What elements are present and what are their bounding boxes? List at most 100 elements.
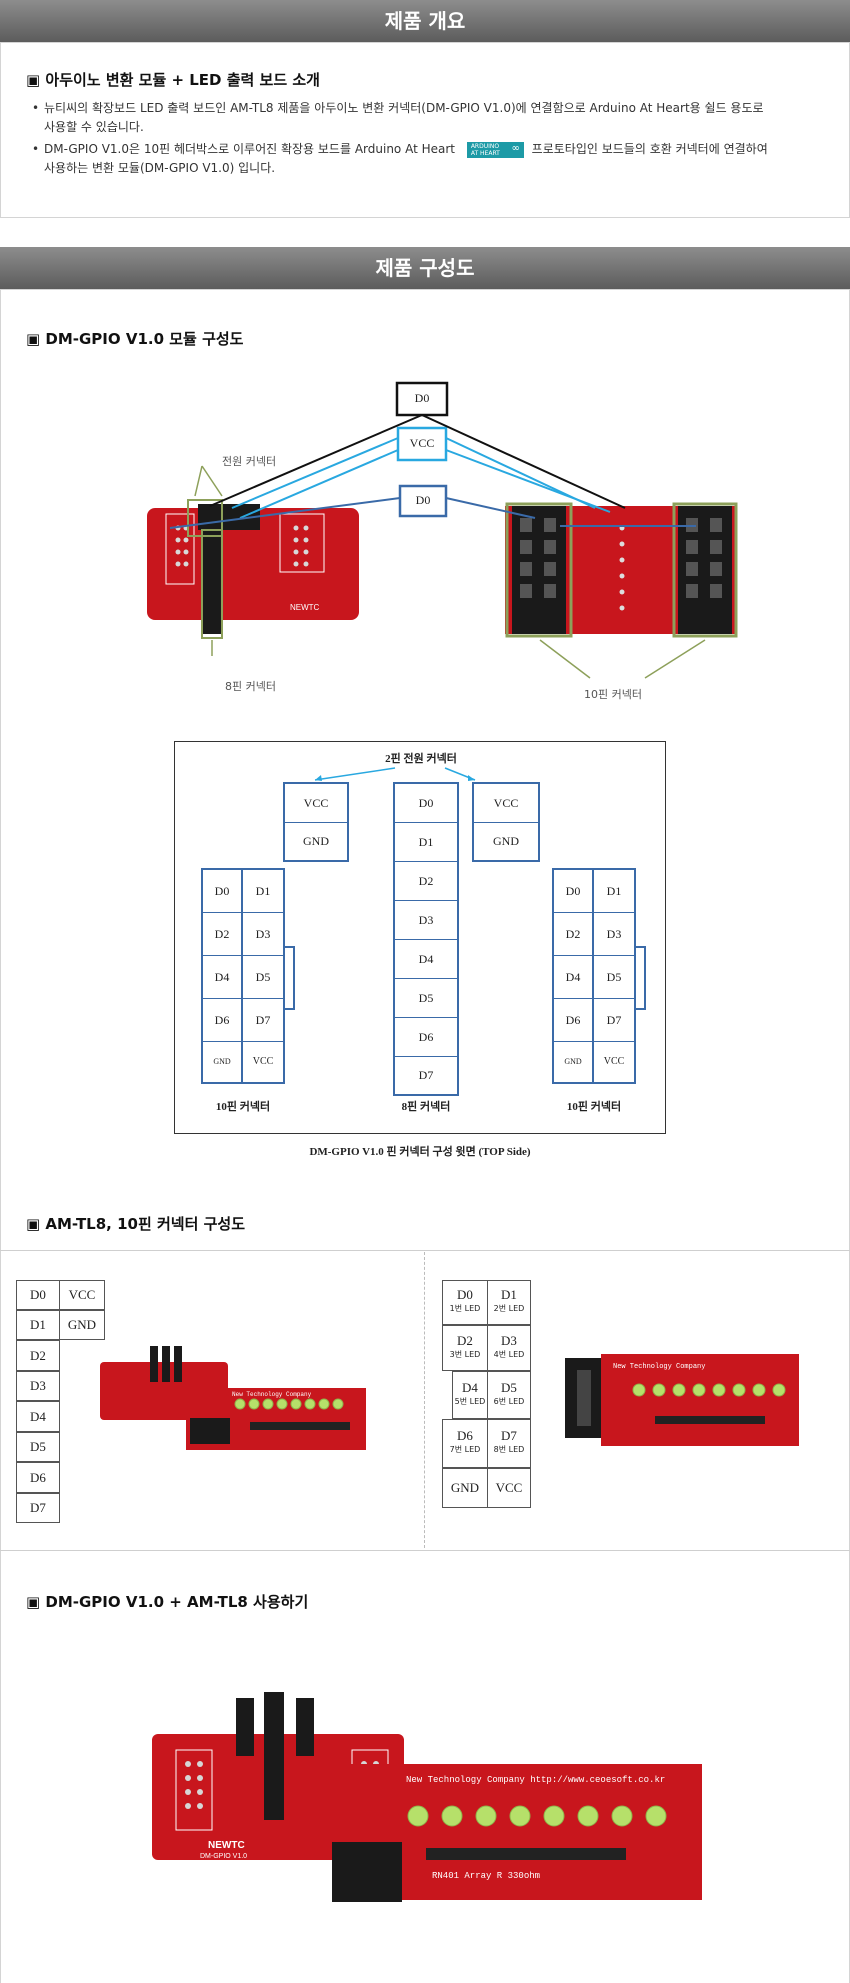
usage-pcb-text: New Technology Company http://www.ceoeso… bbox=[406, 1775, 665, 1785]
right-pin-label: D4 bbox=[462, 1380, 478, 1395]
amtl8-pcb-text-right: New Technology Company bbox=[613, 1363, 705, 1371]
bullet2-after: 프로토타입인 보드들의 호환 커넥터에 연결하여 bbox=[531, 142, 768, 156]
usage-model-text: DM-GPIO V1.0 bbox=[200, 1853, 247, 1860]
pin10-cell: D6 bbox=[203, 999, 241, 1042]
power-connector-label: 전원 커넥터 bbox=[222, 455, 277, 468]
pin10-cell: D7 bbox=[594, 999, 634, 1042]
pin8-connector: D0 D1 D2 D3 D4 D5 D6 D7 bbox=[393, 782, 459, 1096]
left-pin-cell: D0 bbox=[16, 1280, 60, 1310]
left-pin-cell: D4 bbox=[16, 1401, 60, 1432]
usage-board-photo: NEWTC DM-GPIO V1.0 New Technology Compan… bbox=[136, 1688, 716, 1908]
pin10-cell: D6 bbox=[554, 999, 592, 1042]
bullet2-line2: 사용하는 변환 모듈(DM-GPIO V1.0) 입니다. bbox=[44, 161, 276, 175]
pin10-cell: D0 bbox=[554, 870, 592, 913]
power-right-vcc: VCC bbox=[474, 784, 538, 823]
left-pin-cell: D1 bbox=[16, 1310, 60, 1340]
power-right-gnd: GND bbox=[493, 834, 519, 848]
right-pin-led: 6번 LED bbox=[493, 1397, 525, 1406]
overview-bullet-2: DM-GPIO V1.0은 10핀 헤더박스로 이루어진 확장용 보드를 Ard… bbox=[32, 140, 814, 178]
usage-title: ▣ DM-GPIO V1.0 + AM-TL8 사용하기 bbox=[26, 1593, 309, 1611]
logo-line1: ARDUINO bbox=[470, 142, 500, 150]
power-connector-left: VCC GND bbox=[283, 782, 349, 862]
pin10-cell: D4 bbox=[554, 956, 592, 999]
power-connector-right: VCC GND bbox=[472, 782, 540, 862]
pin10-cell: D4 bbox=[203, 956, 241, 999]
right-pin-cell: VCC bbox=[487, 1468, 531, 1508]
pin10-cell: D5 bbox=[243, 956, 283, 999]
module-title: ▣ DM-GPIO V1.0 모듈 구성도 bbox=[26, 330, 244, 348]
pin10-cell: VCC bbox=[603, 1056, 625, 1067]
pin10-cell: D2 bbox=[203, 913, 241, 956]
pin10-cell: GND bbox=[213, 1057, 231, 1066]
power-left-gnd: GND bbox=[303, 834, 329, 848]
right-pin-label: D7 bbox=[501, 1428, 517, 1443]
right-pin-led: 4번 LED bbox=[493, 1350, 525, 1359]
pin8-cell: D0 bbox=[395, 784, 457, 823]
right-pin-label: D6 bbox=[457, 1428, 473, 1443]
d0-label: D0 bbox=[415, 493, 431, 507]
right-pin-label: D3 bbox=[501, 1333, 517, 1348]
right-pin-led: 5번 LED bbox=[454, 1397, 486, 1406]
power-left-vcc: VCC bbox=[285, 784, 347, 823]
pin8-cell: D4 bbox=[395, 940, 457, 979]
divider-bottom bbox=[0, 1550, 850, 1551]
vcc-label: VCC bbox=[409, 436, 435, 450]
right-pin-label: D2 bbox=[457, 1333, 473, 1348]
right-pin-led: 7번 LED bbox=[449, 1445, 481, 1454]
pin10-cell: D2 bbox=[554, 913, 592, 956]
bullet1-line1: 뉴티씨의 확장보드 LED 출력 보드인 AM-TL8 제품을 아두이노 변환 … bbox=[44, 101, 764, 115]
pin10-left-caption: 10핀 커넥터 bbox=[215, 1101, 271, 1113]
pin10-cell: D5 bbox=[594, 956, 634, 999]
right-pin-cell: GND bbox=[442, 1468, 488, 1508]
pin10-cell: GND bbox=[564, 1057, 582, 1066]
pin10-cell: D7 bbox=[243, 999, 283, 1042]
amtl8-board-photo-left: New Technology Company bbox=[100, 1340, 380, 1458]
left-pin-cell: D6 bbox=[16, 1462, 60, 1493]
pin10-cell: D1 bbox=[594, 870, 634, 913]
pin10-connector-label: 10핀 커넥터 bbox=[584, 688, 642, 701]
pin10-cell: D0 bbox=[203, 870, 241, 913]
right-pin-cell: D3 4번 LED bbox=[487, 1325, 531, 1371]
divider-vertical bbox=[424, 1252, 425, 1548]
usage-rn-text: RN401 Array R 330ohm bbox=[432, 1871, 540, 1881]
overview-banner: 제품 개요 bbox=[0, 0, 850, 42]
pin10-cell: D3 bbox=[594, 913, 634, 956]
bullet1-line2: 사용할 수 있습니다. bbox=[44, 120, 144, 134]
left-pin-cell: VCC bbox=[59, 1280, 105, 1310]
pin10-cell: VCC bbox=[252, 1056, 274, 1067]
usage-newtc-text: NEWTC bbox=[208, 1840, 245, 1851]
svg-text:NEWTC: NEWTC bbox=[290, 603, 320, 612]
pin8-cell: D2 bbox=[395, 862, 457, 901]
diagram-arrows bbox=[314, 767, 476, 781]
overview-bullet-1: 뉴티씨의 확장보드 LED 출력 보드인 AM-TL8 제품을 아두이노 변환 … bbox=[32, 99, 814, 137]
composition-banner: 제품 구성도 bbox=[0, 247, 850, 289]
right-pin-led: 2번 LED bbox=[493, 1304, 525, 1313]
pin8-caption: 8핀 커넥터 bbox=[401, 1101, 451, 1113]
arduino-at-heart-logo: ARDUINO AT HEART ∞ bbox=[466, 141, 524, 158]
pin8-connector-label: 8핀 커넥터 bbox=[225, 680, 276, 693]
module-photo-diagram: NEWTC bbox=[140, 378, 740, 708]
pin8-cell: D5 bbox=[395, 979, 457, 1018]
right-pin-led: 3번 LED bbox=[449, 1350, 481, 1359]
logo-line2: AT HEART bbox=[470, 149, 500, 157]
pin8-cell: D3 bbox=[395, 901, 457, 940]
left-pin-cell: D5 bbox=[16, 1432, 60, 1462]
divider-top bbox=[0, 1250, 850, 1251]
left-pin-cell: D3 bbox=[16, 1371, 60, 1401]
pin10-cell: D3 bbox=[243, 913, 283, 956]
right-pin-cell: D4 5번 LED bbox=[452, 1371, 488, 1419]
key-notch bbox=[285, 946, 295, 1010]
overview-title: ▣ 아두이노 변환 모듈 + LED 출력 보드 소개 bbox=[26, 71, 320, 89]
module-photo-svg: NEWTC bbox=[147, 381, 738, 679]
key-notch bbox=[636, 946, 646, 1010]
amtl8-pcb-text: New Technology Company bbox=[232, 1391, 312, 1398]
left-pin-cell: GND bbox=[59, 1310, 105, 1340]
left-pin-cell: D2 bbox=[16, 1340, 60, 1371]
amtl8-title: ▣ AM-TL8, 10핀 커넥터 구성도 bbox=[26, 1215, 246, 1233]
right-pin-label: D0 bbox=[457, 1287, 473, 1302]
pin10-connector-right: D0 D2 D4 D6 GND D1 D3 D5 D7 VCC bbox=[552, 868, 646, 1084]
